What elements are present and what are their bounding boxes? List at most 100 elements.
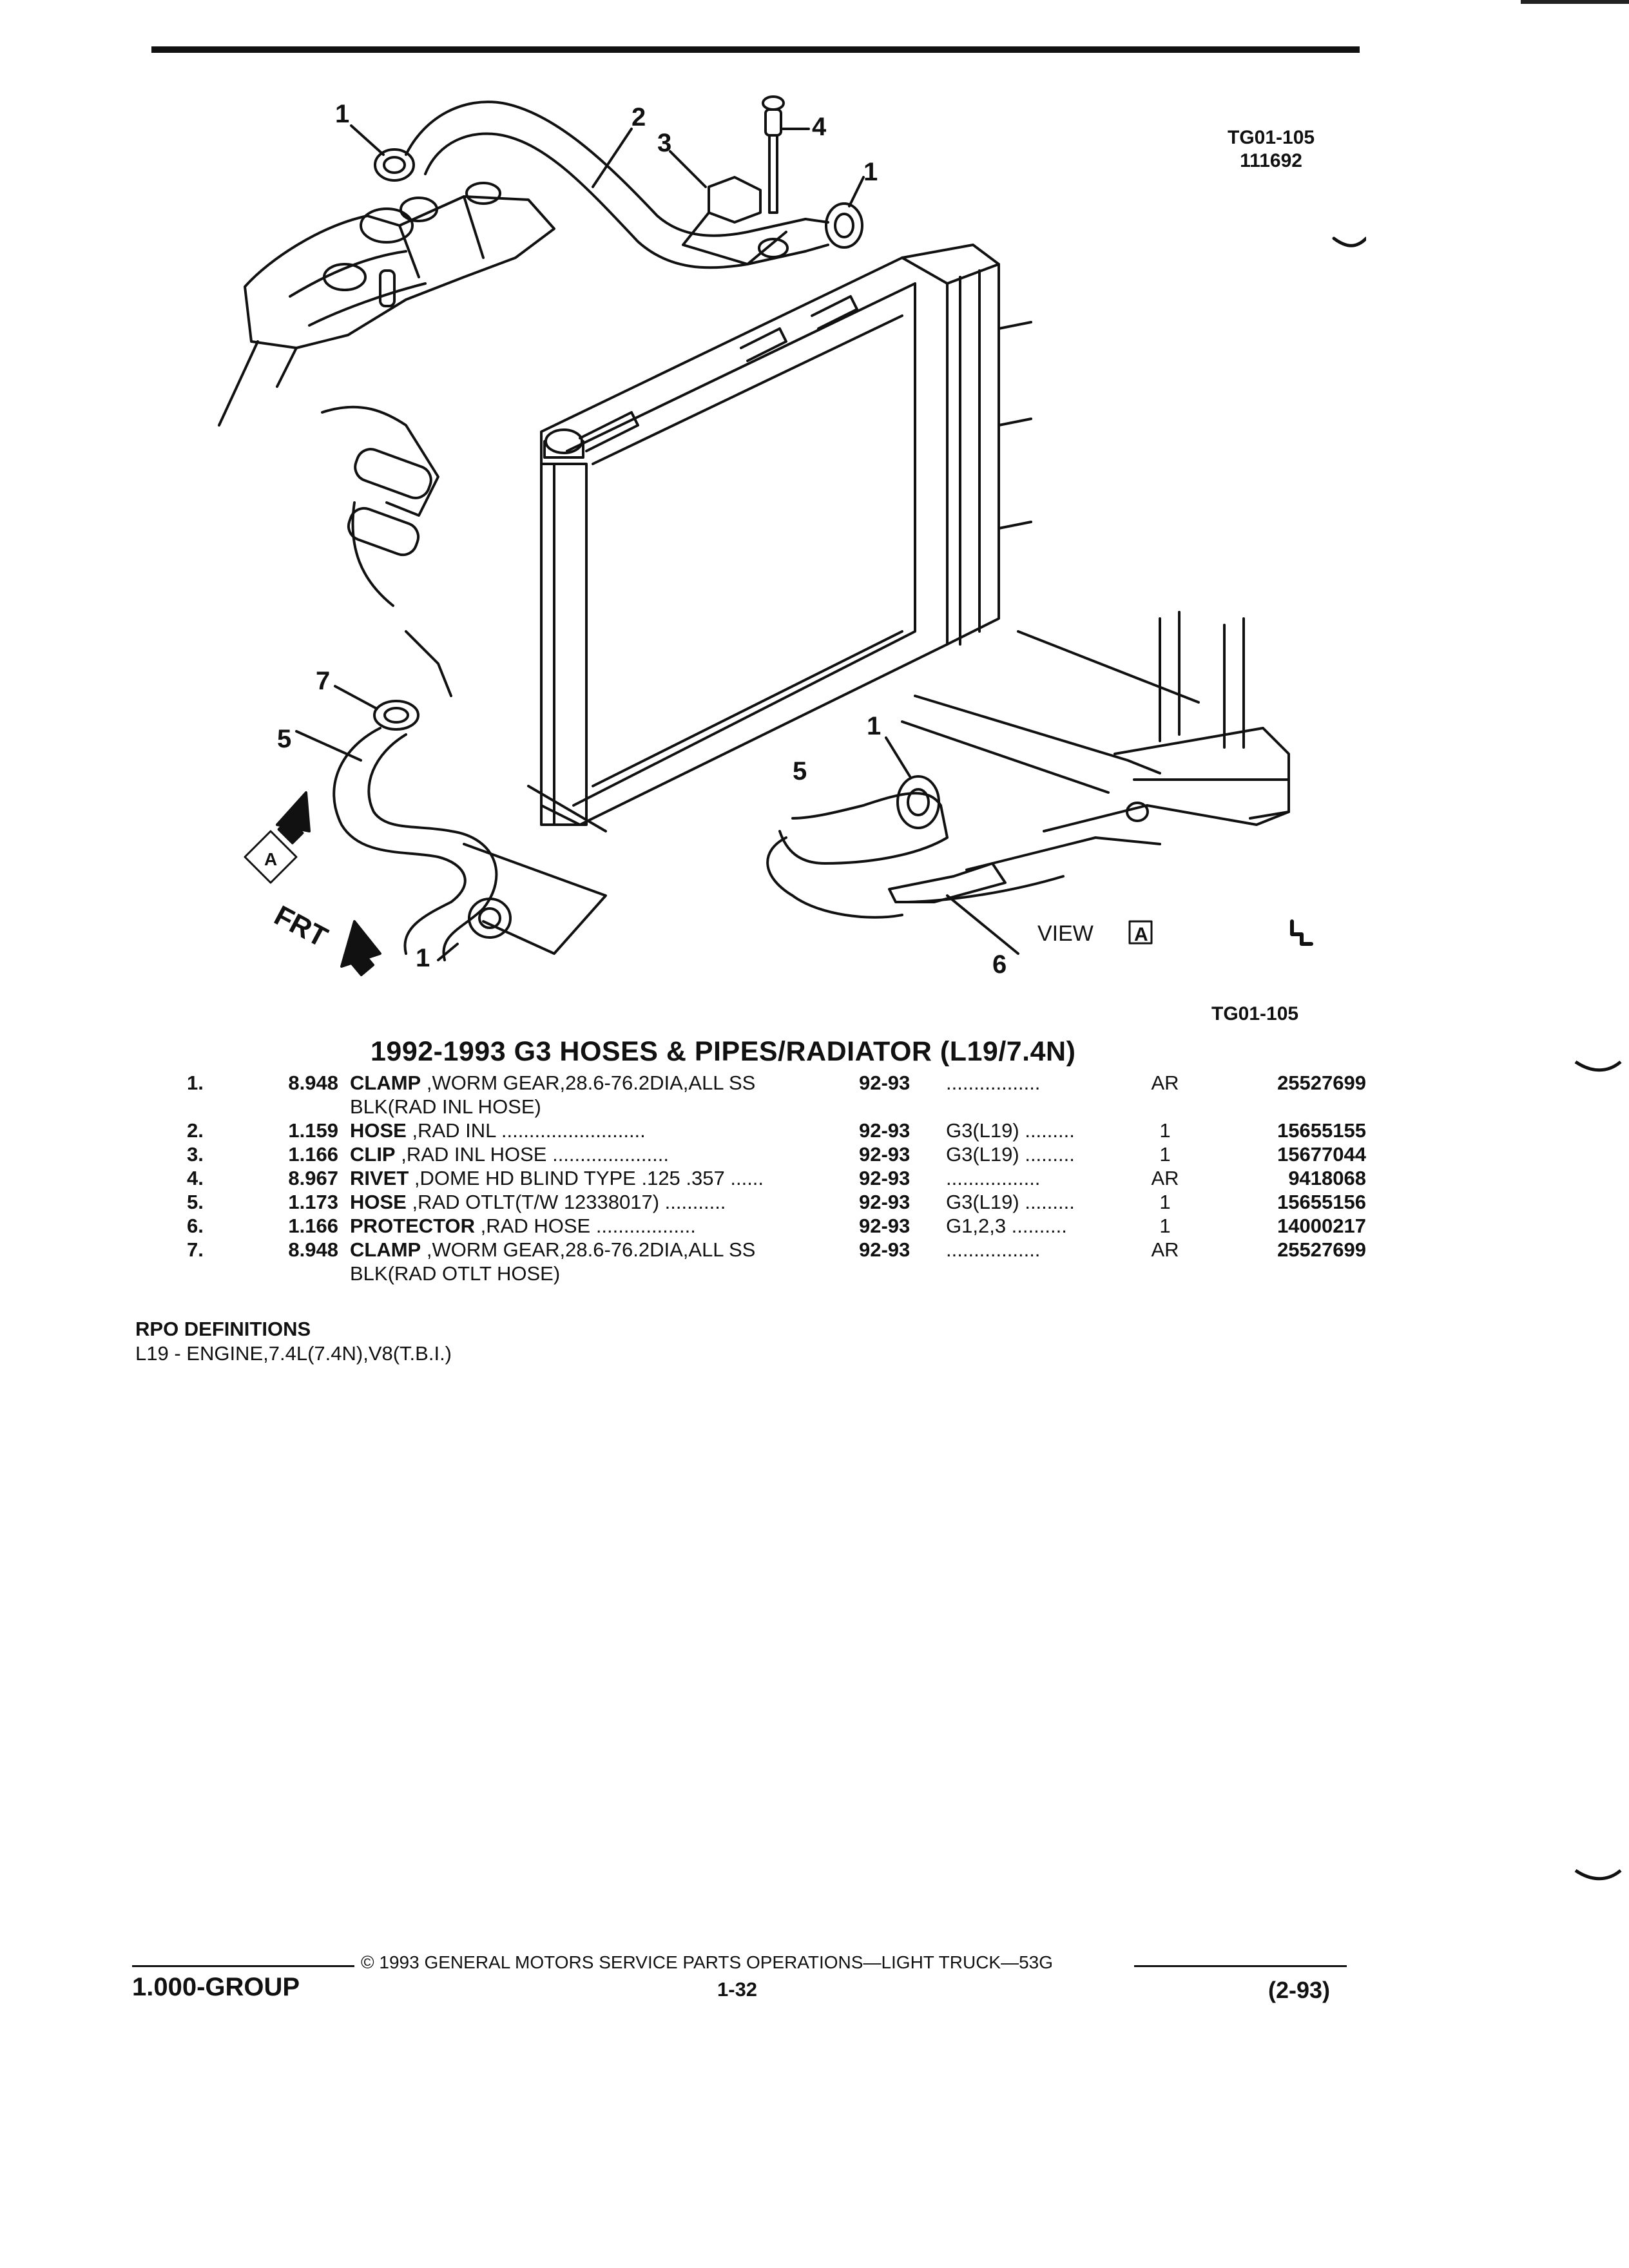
- figure-id-bottom: TG01-105: [1211, 1003, 1299, 1024]
- table-row: 5. 1.173 HOSE ,RAD OTLT(T/W 12338017) ....…: [187, 1190, 1366, 1214]
- part-detail: ,DOME HD BLIND TYPE .125 .357 ......: [409, 1167, 764, 1189]
- part-usage: G3(L19) .........: [946, 1119, 1075, 1142]
- footer-date: (2-93): [1268, 1977, 1331, 2003]
- part-number-index: 5.: [187, 1191, 204, 1213]
- part-years: 92-93: [859, 1238, 911, 1261]
- footer-page-number: 1-32: [717, 1978, 758, 2001]
- part-quantity: 1: [1159, 1191, 1171, 1213]
- callout-6: 6: [992, 950, 1007, 979]
- part-name: RIVET: [350, 1167, 409, 1189]
- callout-1-view: 1: [867, 712, 881, 740]
- part-group: 8.948: [288, 1072, 338, 1094]
- part-description: PROTECTOR ,RAD HOSE ..................: [350, 1214, 859, 1238]
- part-quantity: AR: [1151, 1167, 1179, 1189]
- part-group: 1.166: [288, 1215, 338, 1237]
- frt-arrow: [340, 920, 381, 977]
- callout-5-left: 5: [277, 725, 291, 753]
- callout-2: 2: [631, 103, 646, 131]
- part-description: HOSE ,RAD INL ..........................: [350, 1119, 859, 1142]
- part-usage: G1,2,3 ..........: [946, 1215, 1067, 1237]
- part-number-index: 6.: [187, 1215, 204, 1237]
- rpo-definition: L19 - ENGINE,7.4L(7.4N),V8(T.B.I.): [135, 1342, 452, 1365]
- part-detail: ,RAD OTLT(T/W 12338017) ...........: [406, 1191, 726, 1213]
- part-description: HOSE ,RAD OTLT(T/W 12338017) ...........: [350, 1190, 859, 1214]
- part-detail: ,RAD HOSE ..................: [475, 1215, 696, 1237]
- callout-1-top: 1: [335, 100, 349, 128]
- part-detail: ,RAD INL ..........................: [406, 1119, 646, 1142]
- engine-outlet: [321, 405, 452, 697]
- part-name: CLAMP: [350, 1238, 421, 1261]
- part-number: 15655156: [1277, 1191, 1366, 1213]
- view-a-clamp: [885, 736, 940, 829]
- figure-id: TG01-105: [1228, 127, 1315, 148]
- part-number-index: 4.: [187, 1167, 204, 1189]
- part-group: 1.159: [288, 1119, 338, 1142]
- arrow-letter: A: [264, 849, 277, 869]
- inlet-hose: [405, 101, 807, 269]
- part-description: RIVET ,DOME HD BLIND TYPE .125 .357 ....…: [350, 1166, 859, 1190]
- callout-4: 4: [812, 113, 827, 141]
- top-rule: [151, 46, 1360, 53]
- part-number: 25527699: [1277, 1072, 1366, 1094]
- part-sub-detail: BLK(RAD OTLT HOSE): [350, 1262, 561, 1285]
- part-group: 1.166: [288, 1143, 338, 1166]
- part-quantity: 1: [1159, 1119, 1171, 1142]
- clamp-radiator-inlet: [804, 176, 865, 253]
- table-row: 4. 8.967 RIVET ,DOME HD BLIND TYPE .125 .3…: [187, 1166, 1366, 1190]
- part-quantity: AR: [1151, 1072, 1179, 1094]
- dome-rivet: [758, 95, 810, 258]
- engine-housing: [218, 182, 555, 427]
- part-number: 14000217: [1277, 1215, 1366, 1237]
- view-leader-2: [527, 785, 607, 832]
- view-letter-box: [1128, 920, 1153, 945]
- part-number-index: 3.: [187, 1143, 204, 1166]
- part-usage: .................: [946, 1167, 1041, 1189]
- footer-copyright: © 1993 GENERAL MOTORS SERVICE PARTS OPER…: [361, 1952, 1054, 1972]
- part-name: PROTECTOR: [350, 1215, 476, 1237]
- view-a-protector: [888, 862, 1019, 955]
- part-description: CLIP ,RAD INL HOSE .....................: [350, 1142, 859, 1166]
- part-quantity: 1: [1159, 1215, 1171, 1237]
- callout-3: 3: [657, 129, 671, 157]
- part-group: 1.173: [288, 1191, 338, 1213]
- table-row: 6. 1.166 PROTECTOR ,RAD HOSE .............…: [187, 1214, 1366, 1238]
- callout-1-lower: 1: [416, 944, 430, 972]
- rotate-symbol-icon: [1290, 919, 1313, 946]
- clamp-upper-left: [350, 124, 415, 182]
- part-usage: .................: [946, 1238, 1041, 1261]
- part-usage: .................: [946, 1072, 1041, 1094]
- callout-1-inlet: 1: [863, 158, 878, 186]
- table-row: 1. 8.948 CLAMP ,WORM GEAR,28.6-76.2DIA,ALL…: [187, 1071, 1366, 1119]
- part-name: HOSE: [350, 1191, 407, 1213]
- part-name: CLIP: [350, 1143, 396, 1166]
- part-number-index: 1.: [187, 1072, 204, 1094]
- inlet-hose-clip: [669, 150, 787, 265]
- part-quantity: AR: [1151, 1238, 1179, 1261]
- clamp-lower: [437, 898, 512, 961]
- part-detail: ,WORM GEAR,28.6-76.2DIA,ALL SS: [421, 1072, 756, 1094]
- corner-mark: [1521, 0, 1629, 4]
- view-arrow: [244, 791, 311, 884]
- part-detail: ,WORM GEAR,28.6-76.2DIA,ALL SS: [421, 1238, 756, 1261]
- table-row: 3. 1.166 CLIP ,RAD INL HOSE ..............…: [187, 1142, 1366, 1166]
- view-a-detail: [901, 611, 1290, 903]
- part-years: 92-93: [859, 1191, 911, 1213]
- part-years: 92-93: [859, 1215, 911, 1237]
- part-years: 92-93: [859, 1072, 911, 1094]
- part-number: 9418068: [1288, 1167, 1366, 1189]
- figure-sub-id: 111692: [1240, 150, 1302, 171]
- part-years: 92-93: [859, 1143, 911, 1166]
- view-letter: A: [1134, 924, 1148, 945]
- part-name: HOSE: [350, 1119, 407, 1142]
- figure-id-top: TG01-105 111692: [1228, 126, 1315, 173]
- callout-7: 7: [316, 667, 330, 695]
- view-label: VIEW: [1037, 921, 1094, 946]
- part-usage: G3(L19) .........: [946, 1143, 1075, 1166]
- part-group: 8.967: [288, 1167, 338, 1189]
- margin-tick-1: [1332, 236, 1366, 247]
